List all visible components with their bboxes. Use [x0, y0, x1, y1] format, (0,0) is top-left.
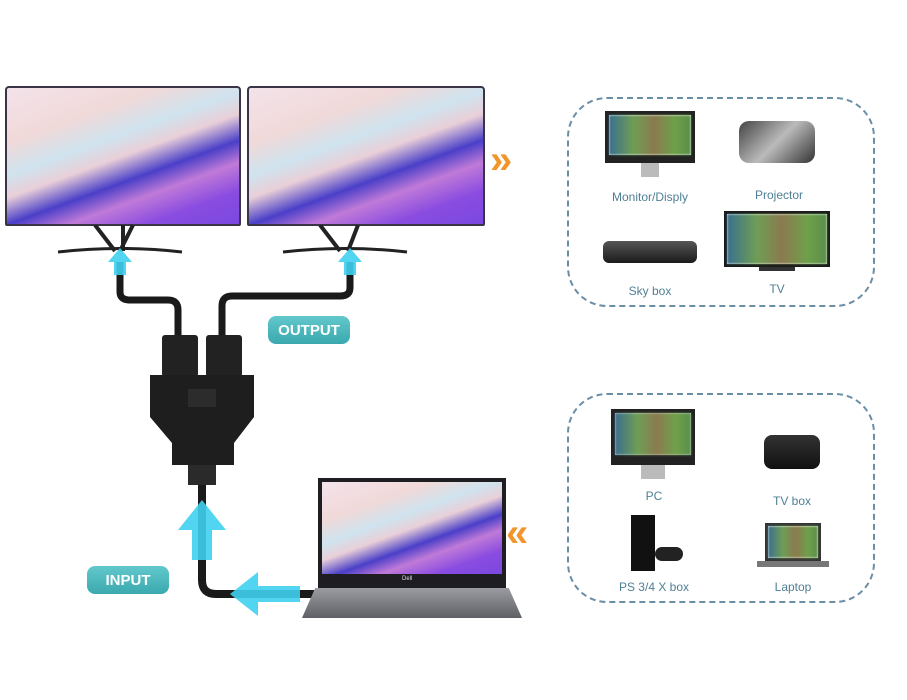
game-console-icon — [631, 515, 655, 571]
laptop-brand: Dell — [402, 576, 413, 582]
tv-icon — [724, 211, 830, 267]
flow-arrow-to-right-monitor — [338, 248, 362, 275]
device-label: Monitor/Disply — [611, 190, 689, 204]
projector-icon — [739, 121, 815, 163]
chevron-right-icon: » — [490, 138, 513, 182]
flow-arrow-input-up — [178, 500, 226, 560]
flow-arrow-input-left — [230, 572, 300, 616]
set-top-box-icon — [603, 241, 697, 263]
device-label: TV box — [772, 494, 811, 508]
laptop-base — [302, 588, 522, 618]
monitor-right-stand — [282, 225, 408, 254]
chevron-left-icon: « — [506, 511, 529, 555]
monitor-icon — [605, 111, 695, 163]
desktop-pc-icon — [611, 409, 695, 465]
device-label: Laptop — [774, 580, 812, 594]
laptop-screen — [318, 478, 506, 588]
device-label: PS 3/4 X box — [618, 580, 690, 594]
device-label: TV — [769, 282, 785, 296]
flow-arrow-to-left-monitor — [108, 248, 132, 275]
output-monitor-left — [5, 86, 241, 226]
tv-box-icon — [764, 435, 820, 469]
laptop-icon — [765, 523, 821, 561]
input-label: INPUT — [87, 566, 169, 594]
output-devices-panel: Monitor/Disply Projector Sky box TV — [567, 97, 875, 307]
output-monitor-right — [247, 86, 485, 226]
source-laptop: Dell — [302, 478, 522, 620]
output-label: OUTPUT — [268, 316, 350, 344]
device-label: Sky box — [628, 284, 672, 298]
input-devices-panel: PC TV box PS 3/4 X box Laptop — [567, 393, 875, 603]
hdmi-splitter — [150, 335, 254, 485]
device-label: Projector — [754, 188, 804, 202]
device-label: PC — [645, 489, 663, 503]
